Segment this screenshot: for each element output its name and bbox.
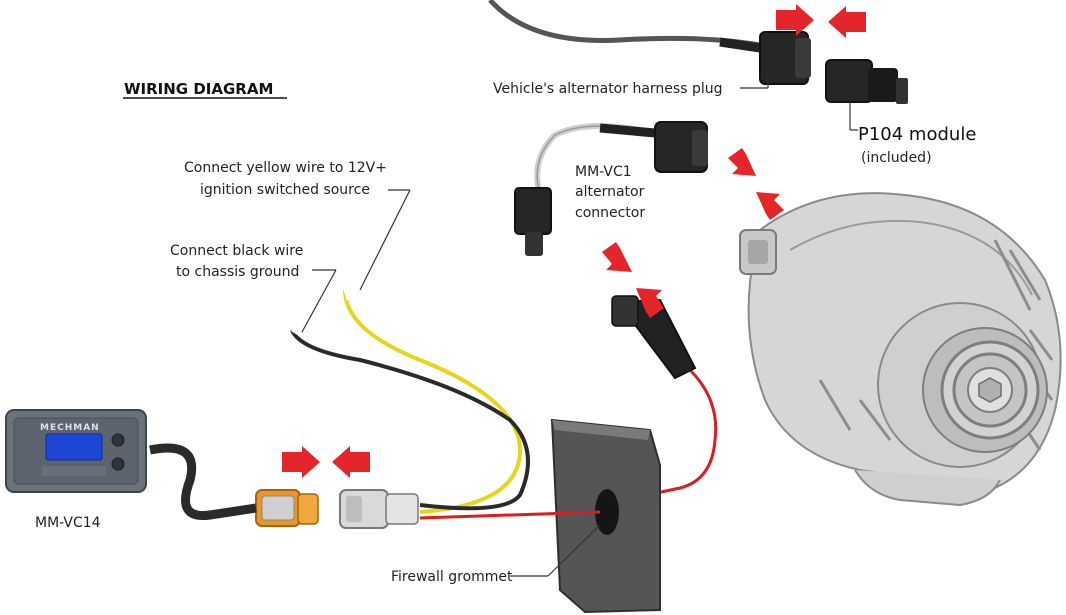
p104-label: P104 module <box>858 124 976 145</box>
device-name-label: MM-VC14 <box>35 515 101 531</box>
black-wire-note-line2: to chassis ground <box>176 264 299 280</box>
arrow-up-left-icon <box>636 288 664 318</box>
black-wire <box>290 329 530 511</box>
arrow-left-icon <box>828 6 866 38</box>
mmvc1-label-line2: alternator <box>575 184 645 200</box>
yellow-wire-note-line1: Connect yellow wire to 12V+ <box>184 160 387 176</box>
red-wire <box>419 510 601 520</box>
black-wire-note-line1: Connect black wire <box>170 243 303 259</box>
diagram-title: WIRING DIAGRAM <box>124 80 273 98</box>
arrow-right-icon <box>282 446 320 478</box>
device-button-up[interactable] <box>111 433 125 447</box>
alternator <box>739 192 1062 507</box>
arrow-up-left-icon <box>756 192 784 220</box>
device-connector-female <box>255 489 319 527</box>
arrows <box>282 4 866 478</box>
device-screen <box>45 433 103 461</box>
arrow-left-icon <box>332 446 370 478</box>
firewall-grommet-label: Firewall grommet <box>391 569 513 585</box>
arrow-down-right-icon <box>728 148 756 176</box>
mmvc14-device: MECHMAN <box>5 409 147 493</box>
device-button-down[interactable] <box>111 457 125 471</box>
grommet <box>595 489 619 535</box>
device-brand: MECHMAN <box>40 423 100 433</box>
yellow-wire-note-line2: ignition switched source <box>200 182 370 198</box>
arrow-down-right-icon <box>602 242 632 272</box>
arrow-right-icon <box>776 4 814 36</box>
yellow-wire <box>343 289 523 514</box>
firewall-plate <box>550 418 661 614</box>
red-wire-alternator <box>599 368 718 507</box>
mmvc1-connector <box>514 121 708 256</box>
vehicle-harness <box>488 0 811 85</box>
harness-plug-label: Vehicle's alternator harness plug <box>493 81 722 97</box>
mmvc1-label-line1: MM-VC1 <box>575 164 632 180</box>
device-connector-male <box>339 489 419 529</box>
mmvc1-label-line3: connector <box>575 205 645 221</box>
device-cable <box>149 443 257 521</box>
p104-sub-label: (included) <box>861 150 932 166</box>
p104-module <box>825 59 908 104</box>
